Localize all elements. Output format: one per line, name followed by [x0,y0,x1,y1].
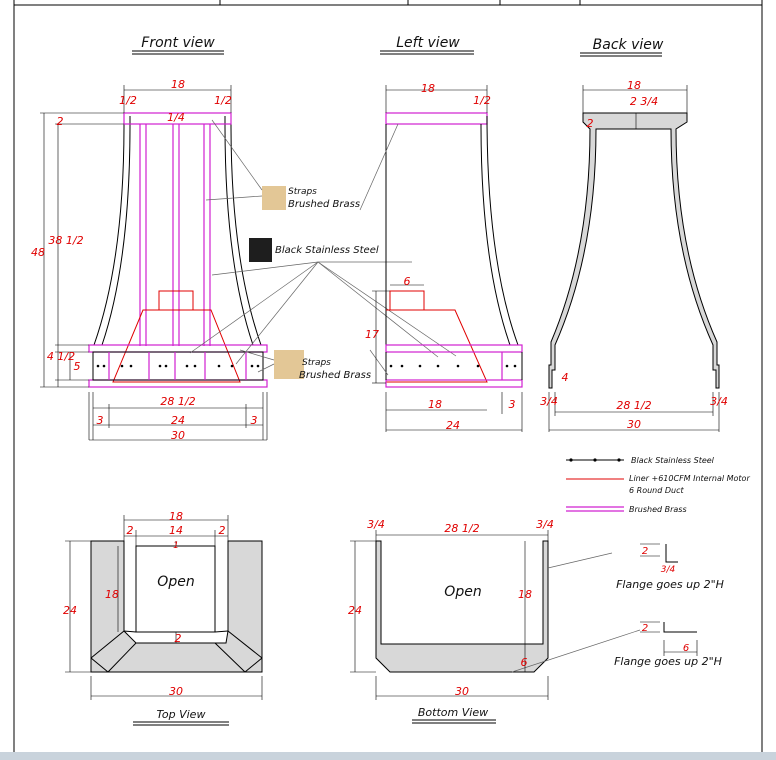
bottom-dim-quarter-left: 3/4 [367,518,385,531]
legend-brass: Brushed Brass [629,505,687,514]
top-dim-two-left: 2 [127,524,134,537]
left-dim-half: 1/2 [473,94,491,107]
bottom-dim-width-30: 30 [455,685,469,698]
front-dim-height-48: 48 [31,246,45,259]
bottom-view: Open 3/4 28 1/2 3/4 24 18 6 30 Bottom Vi… [348,518,641,724]
brass-swatch [262,186,286,210]
callout-brass-2: Brushed Brass [299,370,371,381]
top-dim-width-18: 18 [169,510,183,523]
top-dim-height-18: 18 [105,588,119,601]
back-dim-quarter-left: 3/4 [540,395,558,408]
bottom-dim-height-24: 24 [348,604,362,617]
front-dim-half-right: 1/2 [214,94,232,107]
left-dim-height-17: 17 [365,328,379,341]
front-dim-width-3-right: 3 [251,414,258,427]
top-dim-width-30: 30 [169,685,183,698]
back-view-title: Back view [593,37,664,53]
front-dim-height-5: 5 [74,360,81,373]
legend-liner: Liner +610CFM Internal Motor [629,474,750,483]
bottom-dim-six: 6 [521,656,528,669]
black-ss-swatch [249,238,272,262]
top-dim-two-bottom: 2 [175,632,182,645]
bottom-view-title: Bottom View [418,706,488,719]
top-dim-two-right: 2 [219,524,226,537]
top-dim-height-24: 24 [63,604,77,617]
front-dim-top-width: 18 [171,78,185,91]
legend-black-ss: Black Stainless Steel [631,456,715,465]
flange-label-1: Flange goes up 2"H [616,578,724,591]
callout-straps-1: Straps [288,187,317,197]
top-view: Open 18 2 14 2 1 24 18 2 30 Top View [63,510,263,726]
back-dim-quarter-right: 3/4 [710,395,728,408]
front-dim-width-3-left: 3 [97,414,104,427]
flange-dim-six: 6 [683,643,689,654]
front-view: Front view [31,35,457,442]
back-dim-width-30: 30 [627,418,641,431]
back-dim-two-three-quarter: 2 3/4 [630,95,658,108]
back-dim-top-width: 18 [627,79,641,92]
back-dim-two: 2 [587,117,594,130]
front-dim-height-4: 4 1/2 [47,350,75,363]
brass-swatch-2 [274,350,304,379]
callout-brass-1: Brushed Brass [288,199,360,210]
front-dim-width-28: 28 1/2 [160,395,195,408]
left-view: Left view 18 [359,35,523,432]
flange-dim-two-a: 2 [642,546,648,557]
front-dim-quarter: 1/4 [167,111,185,124]
legend-duct: 6 Round Duct [629,486,684,495]
front-dim-two: 2 [57,115,64,128]
flange-label-2: Flange goes up 2"H [614,655,722,668]
bottom-dim-height-18: 18 [518,588,532,601]
bottom-dim-width-28: 28 1/2 [444,522,479,535]
left-view-title: Left view [396,35,460,51]
back-dim-width-28: 28 1/2 [616,399,651,412]
front-view-title: Front view [141,35,215,51]
back-view: Back view 18 2 3/4 2 4 3/4 28 1/2 3/4 30 [540,37,728,432]
top-view-title: Top View [157,708,206,721]
front-dim-half-left: 1/2 [119,94,137,107]
top-dim-width-14: 14 [169,524,183,537]
legend: Black Stainless Steel Liner +610CFM Inte… [566,456,750,514]
back-dim-four: 4 [562,371,569,384]
callout-straps-2: Straps [302,358,331,368]
front-dim-height-38: 38 1/2 [48,234,83,247]
flange-dim-quarter: 3/4 [661,565,676,575]
left-dim-width-24: 24 [446,419,460,432]
bottom-dim-quarter-right: 3/4 [536,518,554,531]
top-dim-one: 1 [173,541,179,551]
left-dim-six: 6 [404,275,411,288]
front-dim-width-24: 24 [171,414,185,427]
callout-black-ss: Black Stainless Steel [275,245,379,256]
left-dim-width-18: 18 [428,398,442,411]
front-dim-width-30: 30 [171,429,185,442]
bottom-open-label: Open [444,584,481,600]
flange-details: 2 3/4 Flange goes up 2"H 2 6 Flange goes… [614,543,724,668]
flange-dim-two-b: 2 [642,623,648,634]
left-dim-width-3: 3 [509,398,516,411]
top-open-label: Open [157,574,194,590]
left-dim-top-width: 18 [421,82,435,95]
